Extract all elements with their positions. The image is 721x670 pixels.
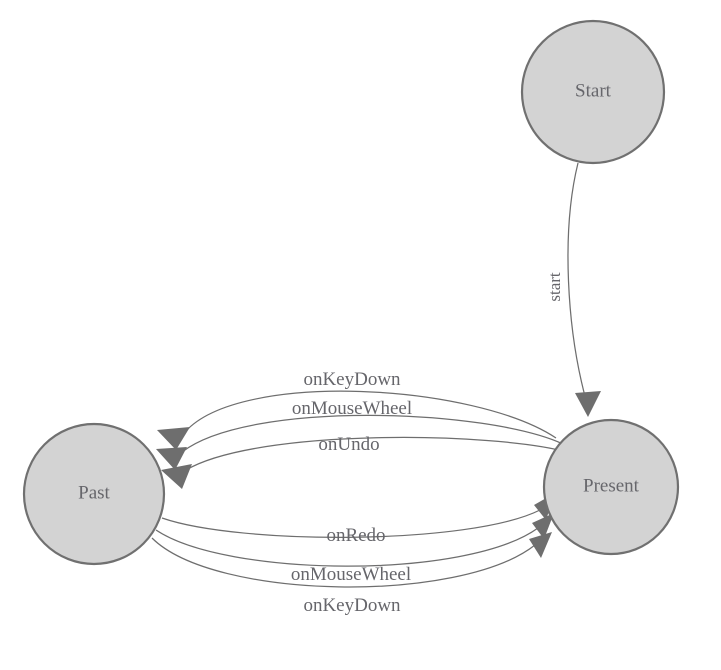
edge-present-to-past-onmousewheel[interactable]: onMouseWheel [156, 398, 564, 470]
node-start-circle [520, 19, 666, 165]
edge-present-to-past-onkeydown[interactable]: onKeyDown [157, 369, 557, 450]
node-start[interactable]: Start [520, 19, 666, 165]
node-past-label: Past [78, 482, 110, 503]
node-past[interactable]: Past [22, 422, 166, 566]
edge-start-to-present[interactable]: start [545, 162, 601, 417]
node-present[interactable]: Present [542, 418, 680, 556]
edge-label-past-present-onmousewheel: onMouseWheel [291, 564, 411, 585]
node-past-circle [22, 422, 166, 566]
edge-present-to-past-onmousewheel-path [181, 414, 564, 453]
edge-present-to-past-onkeydown-path [184, 390, 557, 439]
node-present-circle [542, 418, 680, 556]
edge-label-past-present-onkeydown: onKeyDown [303, 595, 401, 616]
edge-past-to-present-onmousewheel[interactable]: onMouseWheel [155, 513, 554, 585]
edge-present-to-past-onundo[interactable]: onUndo [161, 434, 568, 489]
edge-label-present-past-onkeydown: onKeyDown [303, 369, 401, 390]
edge-past-to-present-onmousewheel-path [155, 527, 539, 567]
edge-label-present-past-onundo: onUndo [318, 434, 379, 455]
edge-past-to-present-onkeydown-arrowhead [529, 532, 552, 558]
edge-past-to-present-onredo-path [161, 509, 541, 538]
edge-label-start: start [545, 272, 564, 302]
node-present-label: Present [583, 475, 640, 496]
edge-present-to-past-onundo-arrowhead [161, 464, 192, 489]
edge-present-to-past-onmousewheel-arrowhead [156, 447, 187, 470]
edge-present-to-past-onundo-path [185, 436, 568, 471]
edge-label-present-past-onmousewheel: onMouseWheel [292, 398, 412, 419]
edge-label-past-present-onredo: onRedo [326, 525, 385, 546]
edge-past-to-present-onmousewheel-arrowhead [532, 513, 554, 539]
node-start-label: Start [575, 80, 612, 101]
edge-start-to-present-arrowhead [575, 391, 601, 417]
edge-past-to-present-onkeydown-path [151, 537, 536, 588]
edge-start-to-present-path [567, 162, 587, 401]
edge-past-to-present-onkeydown[interactable]: onKeyDown [151, 532, 552, 616]
edge-present-to-past-onkeydown-arrowhead [157, 427, 190, 450]
edge-past-to-present-onredo[interactable]: onRedo [161, 493, 555, 546]
